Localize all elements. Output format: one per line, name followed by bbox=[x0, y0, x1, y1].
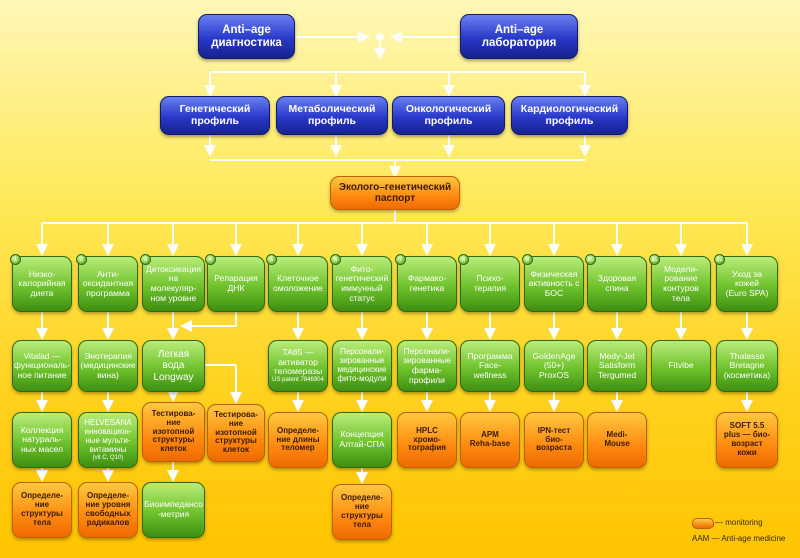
legend-monitoring-swatch bbox=[692, 518, 714, 529]
program-skin-care[interactable]: Уход за кожей (Euro SPA) bbox=[716, 256, 778, 312]
apm-reha-box[interactable]: АРМ Reha-base bbox=[460, 412, 520, 468]
helvesana-label: HELVESANA инновацион- ные мульти- витами… bbox=[84, 417, 132, 454]
program-number-badge: 9 bbox=[522, 254, 533, 265]
ta65-label: TA65 — активатор теломеразы bbox=[273, 347, 323, 377]
program-number-badge: 10 bbox=[585, 254, 596, 265]
metabolic-profile-box[interactable]: Метаболический профиль bbox=[276, 96, 388, 135]
program-physical-activity[interactable]: Физическая активность с БОС bbox=[524, 256, 584, 312]
program-cell-rejuvenation[interactable]: Клеточное омоложение bbox=[268, 256, 328, 312]
program-number-badge: 3 bbox=[140, 254, 151, 265]
ipn-test-box[interactable]: IPN-тест био- возраста bbox=[524, 412, 584, 468]
cardiologic-profile-box[interactable]: Кардиологический профиль bbox=[511, 96, 628, 135]
legend-monitoring-label: — monitoring bbox=[715, 518, 763, 527]
soft-bioage-box[interactable]: SOFT 5.5 plus — био- возраст кожи bbox=[716, 412, 778, 468]
body-structure-box-2[interactable]: Определе- ние структуры тела bbox=[332, 484, 392, 540]
program-low-calorie-diet[interactable]: Низко- калорийная диета bbox=[12, 256, 72, 312]
goldenage-box[interactable]: GoldenAge (50+) ProxOS bbox=[524, 340, 584, 392]
hplc-box[interactable]: HPLC хромо- тография bbox=[397, 412, 457, 468]
program-number-badge: 12 bbox=[714, 254, 725, 265]
personal-phyto-modules-box[interactable]: Персонали- зированные медицинские фито-м… bbox=[332, 340, 392, 392]
program-healthy-spine[interactable]: Здоровая спина bbox=[587, 256, 647, 312]
helvesana-box[interactable]: HELVESANA инновацион- ные мульти- витами… bbox=[78, 412, 138, 468]
free-radicals-box[interactable]: Определе- ние уровня свободных радикалов bbox=[78, 482, 138, 538]
program-pharmacogenetics[interactable]: Фармако- генетика bbox=[397, 256, 457, 312]
medyjet-box[interactable]: Medy-Jet Satisform Tergumed bbox=[587, 340, 647, 392]
fitvibe-box[interactable]: Fitvibe bbox=[651, 340, 711, 392]
program-phytogenetic-immune[interactable]: Фито- генетический иммунный статус bbox=[332, 256, 392, 312]
natural-oils-box[interactable]: Коллекция натураль- ных масел bbox=[12, 412, 72, 468]
program-number-badge: 1 bbox=[10, 254, 21, 265]
program-number-badge: 4 bbox=[205, 254, 216, 265]
program-number-badge: 5 bbox=[266, 254, 277, 265]
eco-genetic-passport-box[interactable]: Эколого–генетический паспорт bbox=[330, 176, 460, 210]
light-water-box[interactable]: Легкая вода Longway bbox=[142, 340, 205, 392]
helvesana-note: (vit C, Q10) bbox=[92, 454, 124, 461]
program-psychotherapy[interactable]: Психо- терапия bbox=[460, 256, 520, 312]
enotherapy-box[interactable]: Энотерапия (медицинские вина) bbox=[78, 340, 138, 392]
ta65-patent-note: US patent 7846904 bbox=[272, 377, 324, 384]
program-antioxidant[interactable]: Анти- оксидантная программа bbox=[78, 256, 138, 312]
program-number-badge: 8 bbox=[458, 254, 469, 265]
program-dna-repair[interactable]: Репарация ДНК bbox=[207, 256, 265, 312]
ta65-box[interactable]: TA65 — активатор теломеразы US patent 78… bbox=[268, 340, 328, 392]
telomere-length-box[interactable]: Определе- ние длины теломер bbox=[268, 412, 328, 468]
program-detoxication[interactable]: Детоксикация на молекуляр- ном уровне bbox=[142, 256, 205, 312]
vitalad-box[interactable]: Vitalad — функциональ- ное питание bbox=[12, 340, 72, 392]
pharma-profiles-box[interactable]: Персонали- зированные фарма- профили bbox=[397, 340, 457, 392]
isotope-testing-box-1[interactable]: Тестирова- ние изотопной структуры клето… bbox=[142, 402, 205, 462]
program-body-contouring[interactable]: Модели- рование контуров тела bbox=[651, 256, 711, 312]
face-wellness-box[interactable]: Программа Face- wellness bbox=[460, 340, 520, 392]
anti-age-diagnostics-box[interactable]: Anti–age диагностика bbox=[198, 14, 295, 59]
program-number-badge: 11 bbox=[649, 254, 660, 265]
program-number-badge: 7 bbox=[395, 254, 406, 265]
program-number-badge: 6 bbox=[330, 254, 341, 265]
medi-mouse-box[interactable]: Medi- Mouse bbox=[587, 412, 647, 468]
isotope-testing-box-2[interactable]: Тестирова- ние изотопной структуры клето… bbox=[207, 404, 265, 462]
oncologic-profile-box[interactable]: Онкологический профиль bbox=[392, 96, 505, 135]
anti-age-laboratory-box[interactable]: Anti–age лаборатория bbox=[460, 14, 578, 59]
bioimpedance-box[interactable]: Биоимпедансо -метрия bbox=[142, 482, 205, 538]
legend-aam-label: AAM — Anti-age medicine bbox=[692, 534, 786, 543]
body-structure-box-1[interactable]: Определе- ние структуры тела bbox=[12, 482, 72, 538]
thalasso-box[interactable]: Thalasso Bretagne (косметика) bbox=[716, 340, 778, 392]
altai-spa-box[interactable]: Концепция Алтай-СПА bbox=[332, 412, 392, 468]
genetic-profile-box[interactable]: Генетический профиль bbox=[160, 96, 270, 135]
program-number-badge: 2 bbox=[76, 254, 87, 265]
